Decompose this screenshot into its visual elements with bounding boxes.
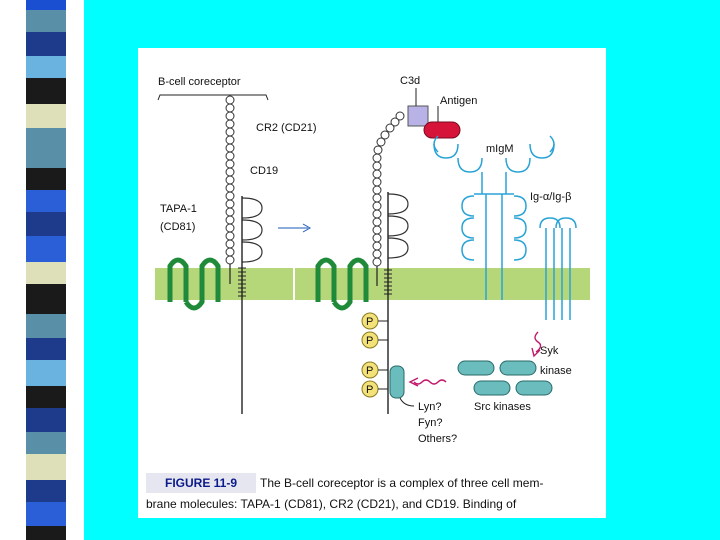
label-ig-alpha-beta: Ig-α/Ig-β: [530, 191, 571, 203]
stripe-block: [26, 236, 66, 262]
lyn-pointer: [399, 397, 415, 407]
label-syk-kinase: kinase: [540, 365, 572, 377]
stripe-block: [26, 454, 66, 480]
cr2-chain-right: [372, 111, 405, 267]
coreceptor-bracket: [157, 94, 269, 101]
stripe-block: [26, 56, 66, 78]
src-kinases-group: [457, 360, 553, 396]
membrane-left: [155, 268, 293, 300]
stripe-block: [26, 212, 66, 236]
stripe-block: [26, 314, 66, 338]
tapa1-right: [315, 257, 369, 311]
stripe-block: [26, 0, 66, 10]
caption-line-1: The B-cell coreceptor is a complex of th…: [260, 476, 544, 490]
bcell-coreceptor-diagram: B-cell coreceptor CR2 (CD21): [155, 75, 590, 445]
src-kinase-oval: [473, 380, 511, 396]
phosphate-label-1: P: [366, 316, 373, 328]
tapa1-left: [167, 257, 221, 311]
stripe-block: [26, 408, 66, 432]
phosphate-group: P P P P: [361, 312, 388, 398]
stripe-block: [26, 104, 66, 128]
src-kinase-oval: [457, 360, 495, 376]
stripe-block: [26, 432, 66, 454]
label-tapa1: TAPA-1: [160, 203, 197, 215]
stripe-block: [26, 360, 66, 386]
label-fyn: Fyn?: [418, 417, 442, 429]
label-migm: mIgM: [486, 143, 514, 155]
phosphate-label-4: P: [366, 384, 373, 396]
src-kinase-oval: [515, 380, 553, 396]
label-cd19: CD19: [250, 165, 278, 177]
membrane-right: [295, 268, 590, 300]
label-cr2: CR2 (CD21): [256, 122, 317, 134]
label-syk: Syk: [540, 345, 559, 357]
stripe-block: [26, 168, 66, 190]
src-kinase-oval: [499, 360, 537, 376]
label-c3d: C3d: [400, 75, 420, 87]
cr2-chain-left: [225, 95, 235, 265]
figure-caption: FIGURE 11-9 The B-cell coreceptor is a c…: [146, 473, 601, 515]
syk-arrow: [531, 331, 542, 358]
stripe-block: [26, 128, 66, 168]
c3d-box: [407, 105, 429, 127]
stripe-block: [26, 32, 66, 56]
label-cd81: (CD81): [160, 221, 195, 233]
transition-arrow: [278, 223, 312, 233]
lyn-kinase: [389, 365, 405, 399]
phosphate-label-2: P: [366, 335, 373, 347]
stripe-block: [26, 480, 66, 502]
label-others: Others?: [418, 433, 457, 445]
label-src-kinases: Src kinases: [474, 401, 531, 413]
stripe-block: [26, 10, 66, 32]
stripe-block: [26, 262, 66, 284]
figure-number: FIGURE 11-9: [146, 473, 256, 493]
cd19-right: [384, 192, 409, 414]
stripe-block: [26, 502, 66, 526]
stripe-block: [26, 284, 66, 314]
stripe-block: [26, 78, 66, 104]
stripe-block: [26, 386, 66, 408]
label-lyn: Lyn?: [418, 401, 441, 413]
antigen-shape: [423, 121, 461, 139]
stripe-block: [26, 526, 66, 540]
phosphate-label-3: P: [366, 365, 373, 377]
lyn-activation-arrow: [408, 377, 447, 387]
label-antigen: Antigen: [440, 95, 477, 107]
ig-alpha-beta: [539, 217, 577, 320]
cd19-left: [238, 196, 263, 414]
figure-panel: B-cell coreceptor CR2 (CD21): [138, 48, 606, 518]
decorative-stripe: [0, 0, 84, 540]
migm-receptor: [433, 135, 555, 300]
stripe-block: [26, 338, 66, 360]
label-bcell-coreceptor: B-cell coreceptor: [158, 76, 241, 88]
caption-line-2: brane molecules: TAPA-1 (CD81), CR2 (CD2…: [146, 497, 517, 511]
stripe-block: [26, 190, 66, 212]
